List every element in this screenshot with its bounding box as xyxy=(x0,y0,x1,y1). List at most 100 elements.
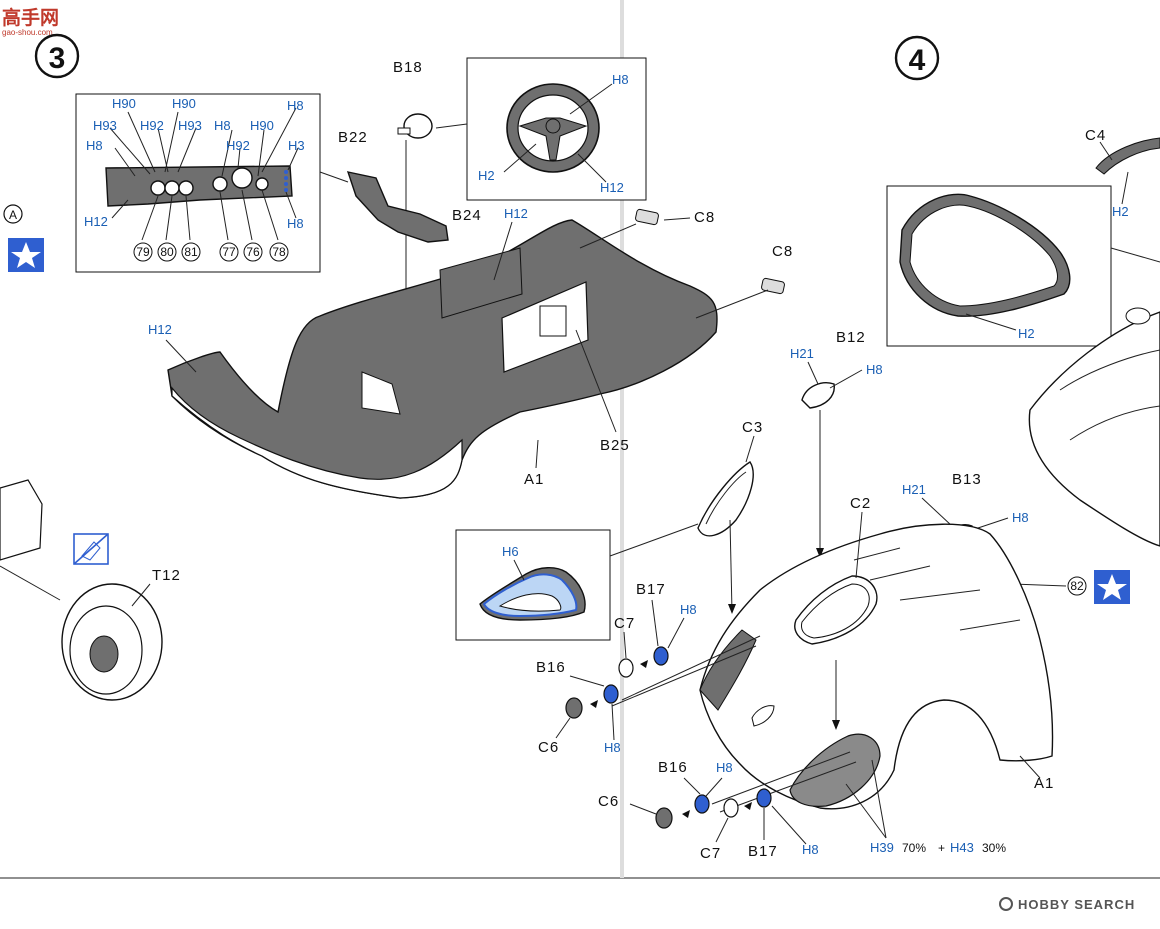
decal-79: 79 xyxy=(136,245,150,259)
dash-h92b: H92 xyxy=(226,138,250,153)
step-3-number: 3 xyxy=(49,42,66,75)
decal-80: 80 xyxy=(160,245,174,259)
b13-h21: H21 xyxy=(902,482,926,497)
part-c7-lens-b xyxy=(723,798,739,818)
b17-h8a: H8 xyxy=(680,602,697,617)
part-c7-lens-a xyxy=(618,658,634,678)
label-b25: B25 xyxy=(600,437,630,454)
label-b24: B24 xyxy=(452,207,482,224)
dash-h8b: H8 xyxy=(287,98,304,113)
decal-number-callouts xyxy=(133,242,1087,596)
label-c7-b: C7 xyxy=(700,845,721,862)
dash-h92a: H92 xyxy=(140,118,164,133)
step-3-circle xyxy=(34,33,80,79)
wheel-h12: H12 xyxy=(600,180,624,195)
steering-wheel-detail xyxy=(506,83,600,173)
label-b13: B13 xyxy=(952,471,982,488)
wheel-h2: H2 xyxy=(478,168,495,183)
site-url: gao-shou.com xyxy=(2,28,53,37)
a1-h12: H12 xyxy=(148,322,172,337)
hobby-search-logo: HOBBY SEARCH xyxy=(999,897,1135,912)
b17-h8b: H8 xyxy=(802,842,819,857)
brand-name: HOBBY SEARCH xyxy=(1018,897,1135,912)
b16-h8a: H8 xyxy=(604,740,621,755)
label-c3: C3 xyxy=(742,419,763,436)
part-b17-ring-b xyxy=(756,788,772,808)
part-a1-rear-body xyxy=(699,523,1054,810)
label-c8-b: C8 xyxy=(772,243,793,260)
mix-h43: H43 xyxy=(950,840,974,855)
mix-h39: H39 xyxy=(870,840,894,855)
dash-h90c: H90 xyxy=(250,118,274,133)
label-a1-step3: A1 xyxy=(524,471,544,488)
win-h2a: H2 xyxy=(1018,326,1035,341)
label-t12: T12 xyxy=(152,567,181,584)
marker-a-circle xyxy=(3,204,23,224)
no-glue-icon xyxy=(73,533,109,565)
b13-h8: H8 xyxy=(1012,510,1029,525)
mix-plus: + xyxy=(938,841,945,855)
part-c6-lens-b xyxy=(655,807,673,829)
label-b17-b: B17 xyxy=(748,843,778,860)
mix-percent-2: 30% xyxy=(982,841,1006,855)
dash-h8a: H8 xyxy=(214,118,231,133)
dash-h90b: H90 xyxy=(172,96,196,111)
dash-h12: H12 xyxy=(84,214,108,229)
part-a1-chassis-tub xyxy=(167,219,718,499)
dash-h8c: H8 xyxy=(86,138,103,153)
part-t12-wheel xyxy=(0,479,163,701)
label-b22: B22 xyxy=(338,129,368,146)
dash-h93b: H93 xyxy=(178,118,202,133)
label-b12: B12 xyxy=(836,329,866,346)
dash-h90a: H90 xyxy=(112,96,136,111)
part-b16-ring-b xyxy=(694,794,710,814)
part-b17-ring-a xyxy=(653,646,669,666)
dash-h93a: H93 xyxy=(93,118,117,133)
part-b18-steering-wheel xyxy=(397,113,433,139)
label-c7-a: C7 xyxy=(614,615,635,632)
label-c8-a: C8 xyxy=(694,209,715,226)
label-c6-a: C6 xyxy=(538,739,559,756)
dashboard-panel xyxy=(105,165,293,207)
decal-82: 82 xyxy=(1070,579,1084,593)
b16-h8b: H8 xyxy=(716,760,733,775)
decal-78: 78 xyxy=(272,245,286,259)
site-name: 高手网 xyxy=(2,6,59,29)
step-4-circle xyxy=(894,35,940,81)
decal-star-icon xyxy=(1094,570,1130,604)
part-c8-a xyxy=(635,208,659,226)
wheel-h8: H8 xyxy=(612,72,629,87)
marker-a-label: A xyxy=(9,208,17,222)
label-b18: B18 xyxy=(393,59,423,76)
part-c3-intake xyxy=(697,461,754,537)
dash-h8d: H8 xyxy=(287,216,304,231)
part-b16-ring-a xyxy=(603,684,619,704)
dashboard-leader-lines xyxy=(109,107,299,241)
part-c4-window xyxy=(1095,137,1160,175)
site-watermark: 高手网 gao-shou.com xyxy=(2,6,59,37)
window-frame-detail xyxy=(899,193,1071,317)
intake-detail xyxy=(479,567,586,621)
label-b16-a: B16 xyxy=(536,659,566,676)
decal-81: 81 xyxy=(184,245,198,259)
decal-76: 76 xyxy=(246,245,260,259)
part-b12-mirror xyxy=(801,382,835,409)
win-h2b: H2 xyxy=(1112,204,1129,219)
label-a1-step4: A1 xyxy=(1034,775,1054,792)
b12-h21: H21 xyxy=(790,346,814,361)
decal-star-icon xyxy=(8,238,44,272)
part-b22-dash xyxy=(346,171,449,243)
label-c4: C4 xyxy=(1085,127,1106,144)
label-b17-a: B17 xyxy=(636,581,666,598)
dash-h3: H3 xyxy=(288,138,305,153)
body-rear-fragment xyxy=(1028,307,1160,547)
decal-77: 77 xyxy=(222,245,236,259)
b12-h8: H8 xyxy=(866,362,883,377)
label-c6-b: C6 xyxy=(598,793,619,810)
label-b16-b: B16 xyxy=(658,759,688,776)
c3-h6: H6 xyxy=(502,544,519,559)
mix-percent-1: 70% xyxy=(902,841,926,855)
b24-h12: H12 xyxy=(504,206,528,221)
